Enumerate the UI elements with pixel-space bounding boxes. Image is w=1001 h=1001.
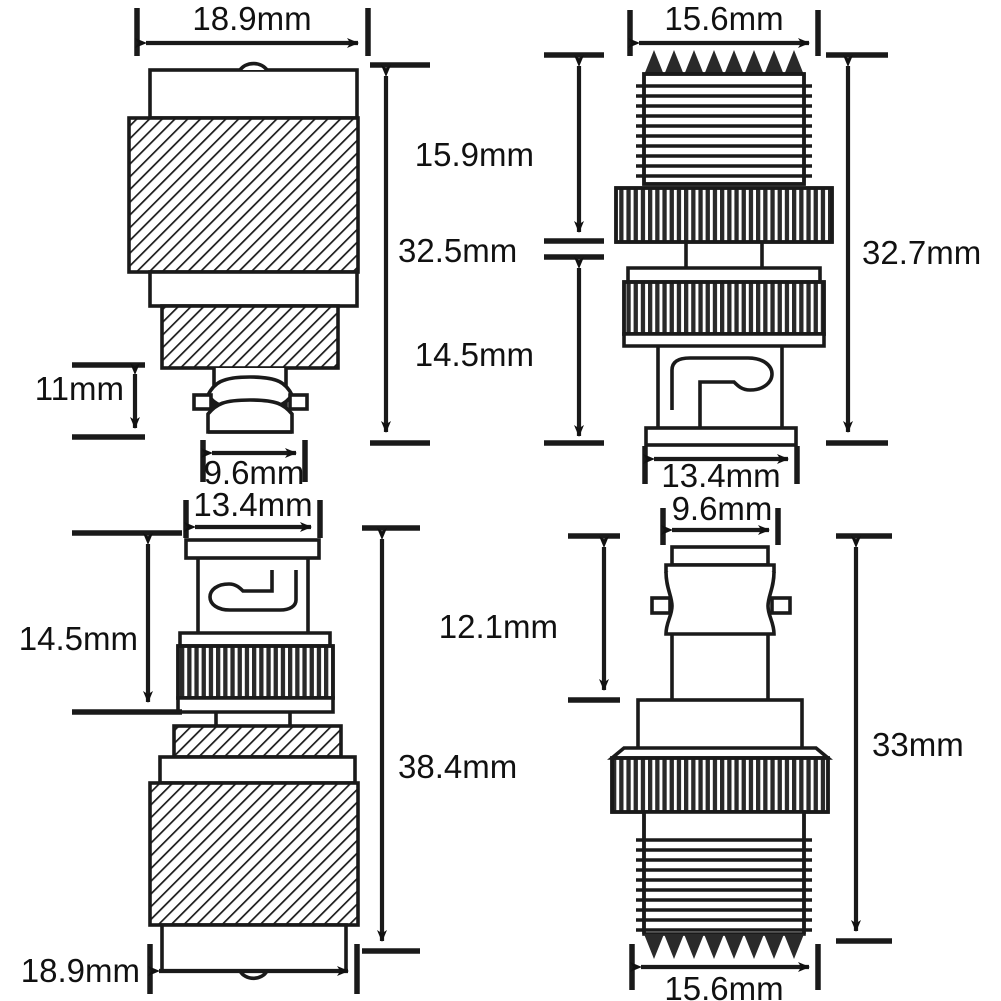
dimension-lines [72,8,892,994]
dim-bl-bottom-width: 18.9mm [21,952,140,989]
view-top-left-geometry [127,61,360,434]
dim-tl-pin-height: 11mm [35,370,124,407]
dim-tl-height: 32.5mm [398,232,517,269]
dimension-text-group: 18.9mm 32.5mm 11mm 9.6mm 15.6mm 15.9mm 1… [19,0,981,1001]
dim-tr-lower: 14.5mm [415,336,534,373]
dim-br-height: 33mm [872,726,964,763]
view-bottom-right-geometry [607,545,833,959]
dim-tl-width: 18.9mm [192,0,311,37]
dim-bl-height: 38.4mm [398,748,517,785]
dim-br-upper: 12.1mm [439,608,558,645]
dim-tl-pin-width: 9.6mm [204,454,305,491]
dim-tr-height: 32.7mm [862,234,981,271]
dim-bl-width: 13.4mm [193,486,312,523]
dim-tr-width: 15.6mm [664,0,783,37]
dim-br-bottom-width: 15.6mm [664,970,783,1001]
view-top-right-geometry [614,50,834,447]
dim-tr-bottom-width: 13.4mm [661,457,780,494]
dim-tr-upper: 15.9mm [415,136,534,173]
dim-bl-upper: 14.5mm [19,620,138,657]
view-bottom-left-geometry [148,538,360,981]
dim-br-width: 9.6mm [672,490,773,527]
